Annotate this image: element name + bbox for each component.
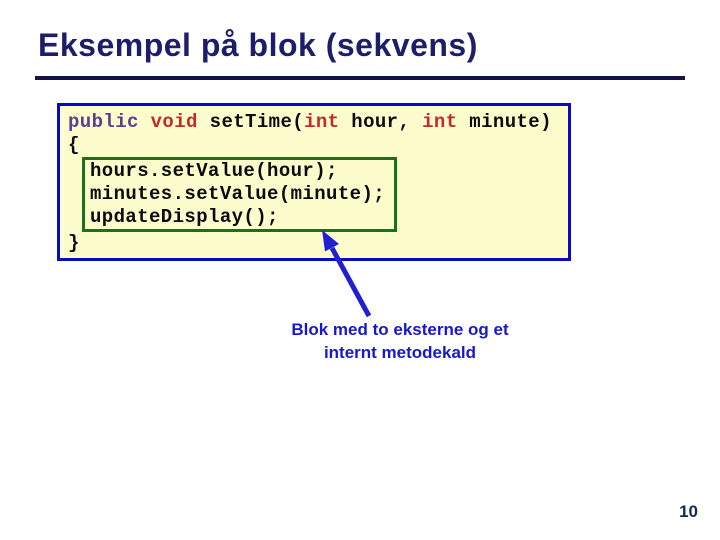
code-token-int-1: int [304,111,340,133]
code-line-statement-1: hours.setValue(hour); [90,160,338,182]
page-number: 10 [679,502,698,521]
code-token-int-2: int [422,111,458,133]
code-token-void: void [150,111,198,133]
inner-block-highlight: hours.setValue(hour); minutes.setValue(m… [82,157,397,232]
caption: Blok med to eksterne og et internt metod… [250,318,550,364]
title-underline [35,76,685,80]
callout-arrow-icon [322,230,372,318]
code-line-close-brace: } [68,232,80,254]
caption-line-2: internt metodekald [323,343,477,362]
code-line-statement-3: updateDisplay(); [90,206,279,228]
code-line-statement-2: minutes.setValue(minute); [90,183,386,205]
code-token-minute: minute) [457,111,552,133]
code-line-signature: public void setTime(int hour, int minute… [68,111,568,134]
slide-title: Eksempel på blok (sekvens) [38,27,478,63]
code-block: public void setTime(int hour, int minute… [57,103,571,261]
code-token-hour: hour, [339,111,423,133]
code-token-public: public [68,111,151,133]
code-token-settime: setTime( [197,111,305,133]
code-line-open-brace: { [68,134,80,156]
caption-line-1: Blok med to eksterne og et [291,320,509,339]
